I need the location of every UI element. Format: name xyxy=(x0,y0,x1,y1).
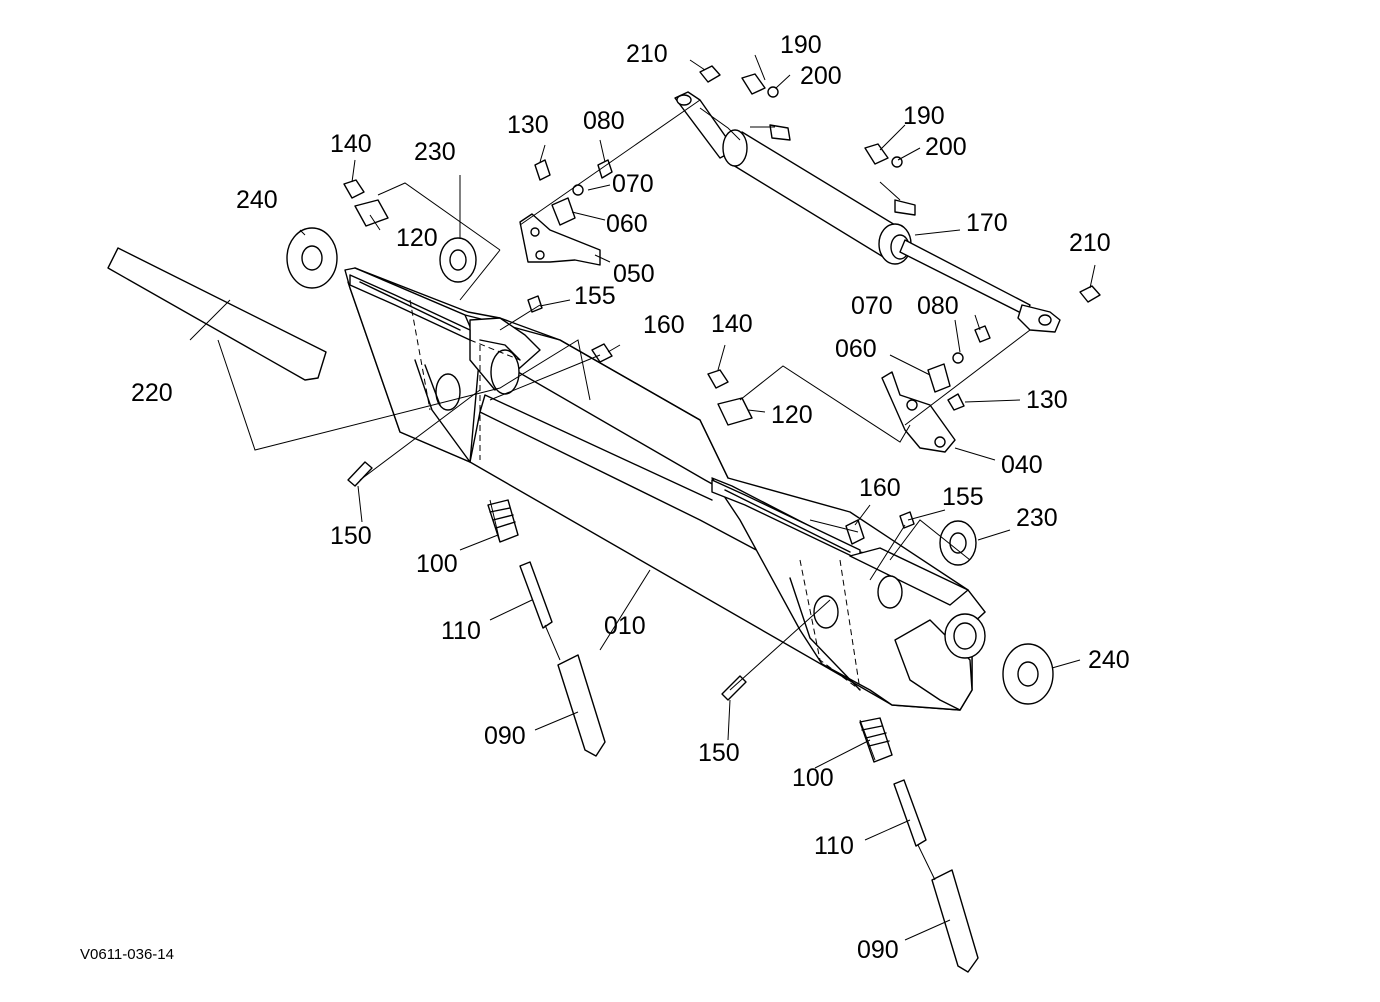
callout-label: 060 xyxy=(835,335,877,363)
callout-label: 070 xyxy=(612,170,654,198)
callout-label: 050 xyxy=(613,260,655,288)
callout-label: 155 xyxy=(942,483,984,511)
callout-label: 100 xyxy=(416,550,458,578)
small-hardware xyxy=(107,65,1101,973)
callout-label: 210 xyxy=(626,40,668,68)
callout-label: 230 xyxy=(414,138,456,166)
callout-label: 170 xyxy=(966,209,1008,237)
callout-label: 140 xyxy=(711,310,753,338)
callout-label: 240 xyxy=(1088,646,1130,674)
callout-label: 220 xyxy=(131,379,173,407)
lever-arm-040 xyxy=(881,371,956,453)
leader-lines xyxy=(189,54,1096,941)
callout-label: 010 xyxy=(604,612,646,640)
callout-label: 160 xyxy=(643,311,685,339)
callout-label: 130 xyxy=(507,111,549,139)
callout-label: 100 xyxy=(792,764,834,792)
hydraulic-cylinder-part xyxy=(674,91,1061,333)
callout-label: 090 xyxy=(484,722,526,750)
callout-label: 130 xyxy=(1026,386,1068,414)
callout-label: 140 xyxy=(330,130,372,158)
callout-label: 040 xyxy=(1001,451,1043,479)
callout-label: 200 xyxy=(925,133,967,161)
callout-label: 240 xyxy=(236,186,278,214)
callout-label: 190 xyxy=(903,102,945,130)
callout-label: 070 xyxy=(851,292,893,320)
callout-label: 190 xyxy=(780,31,822,59)
callout-label: 060 xyxy=(606,210,648,238)
callout-label: 120 xyxy=(771,401,813,429)
callout-label: 080 xyxy=(917,292,959,320)
callout-label: 090 xyxy=(857,936,899,964)
callout-label: 110 xyxy=(814,832,854,860)
callout-label: 150 xyxy=(330,522,372,550)
lever-arm-050 xyxy=(519,213,601,266)
callout-label: 150 xyxy=(698,739,740,767)
callout-label: 200 xyxy=(800,62,842,90)
main-frame-part xyxy=(344,267,986,711)
callout-label: 230 xyxy=(1016,504,1058,532)
part-callout-labels: 210 190 200 190 200 130 080 070 060 050 … xyxy=(131,31,1130,964)
callout-label: 080 xyxy=(583,107,625,135)
callout-label: 210 xyxy=(1069,229,1111,257)
callout-label: 120 xyxy=(396,224,438,252)
callout-label: 110 xyxy=(441,617,481,645)
callout-label: 160 xyxy=(859,474,901,502)
figure-code: V0611-036-14 xyxy=(80,946,174,963)
callout-label: 155 xyxy=(574,282,616,310)
